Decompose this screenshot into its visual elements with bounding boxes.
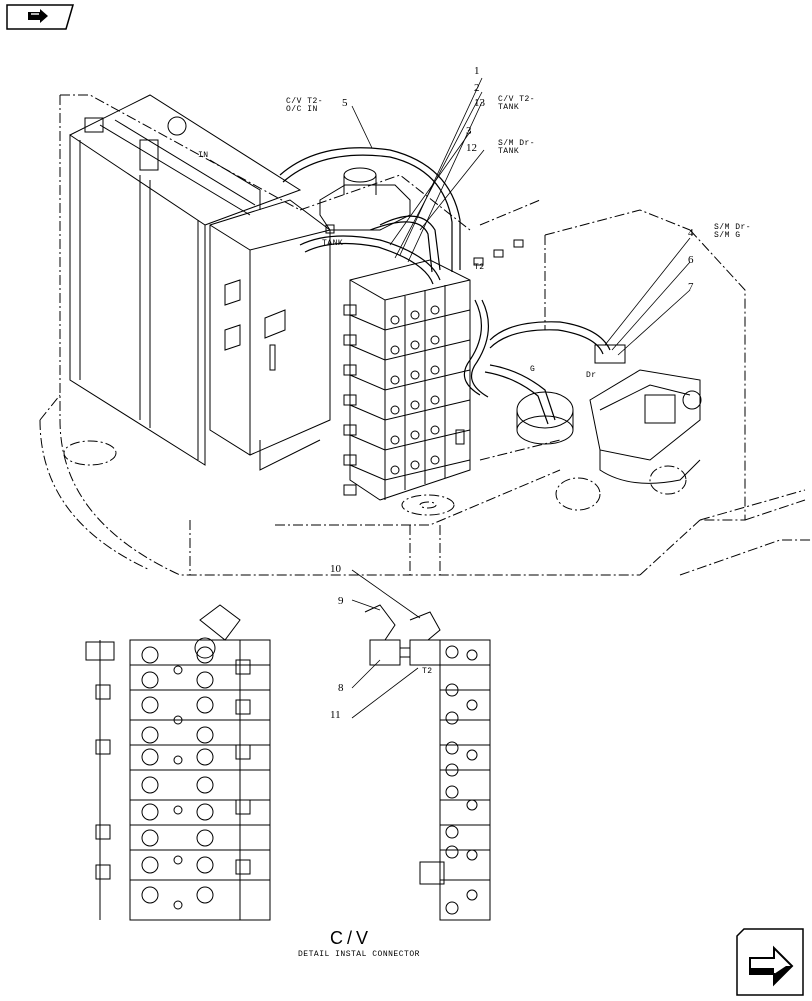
callout-4: 4 [688,227,694,239]
back-nav-button[interactable] [6,4,74,30]
label-cv-t2-oc-in-line2: O/C IN [286,105,318,114]
label-cv-t2-oc-in-line1: C/V T2- [286,97,324,106]
detail-caption: DETAIL INSTAL CONNECTOR [298,950,420,959]
callout-5: 5 [342,97,348,109]
label-t2-upper: T2 [474,263,485,272]
label-sm-dr-tank-line2: TANK [498,147,520,156]
swing-motor [516,344,702,484]
callout-6: 6 [688,254,694,266]
label-in: IN [198,151,209,160]
callout-9: 9 [338,595,344,607]
label-g: G [530,365,536,374]
frame-outline [39,94,812,576]
leader-lines [351,77,691,719]
radiator-core [69,94,302,466]
label-cv-t2-tank-line1: C/V T2- [498,95,536,104]
label-sm-dr-sm-g-line2: S/M G [714,231,741,240]
callout-2: 2 [474,82,480,94]
callout-8: 8 [338,682,344,694]
detail-title: C/V [330,928,373,948]
label-sm-dr-sm-g-line1: S/M Dr- [714,223,752,232]
detail-valve-right [364,604,491,921]
detail-valve-left [85,604,271,921]
arrow-next-icon [736,928,804,996]
next-nav-button[interactable] [736,928,804,996]
control-valve-upper [343,259,471,501]
loose-fittings [325,224,524,266]
label-tank: TANK [322,239,344,248]
callout-3: 3 [466,125,472,137]
hydraulic-tank [209,199,331,471]
arrow-back-icon [6,4,74,30]
label-cv-t2-tank-line2: TANK [498,103,520,112]
callout-7: 7 [688,281,694,293]
callout-13: 13 [474,97,485,109]
label-sm-dr-tank-line1: S/M Dr- [498,139,536,148]
callout-11: 11 [330,709,341,721]
callout-12: 12 [466,142,477,154]
label-t2-detail: T2 [422,667,433,676]
label-dr: Dr [586,371,597,380]
callout-1: 1 [474,65,480,77]
hoses [279,147,611,425]
return-filter [319,167,411,231]
callout-10: 10 [330,563,341,575]
